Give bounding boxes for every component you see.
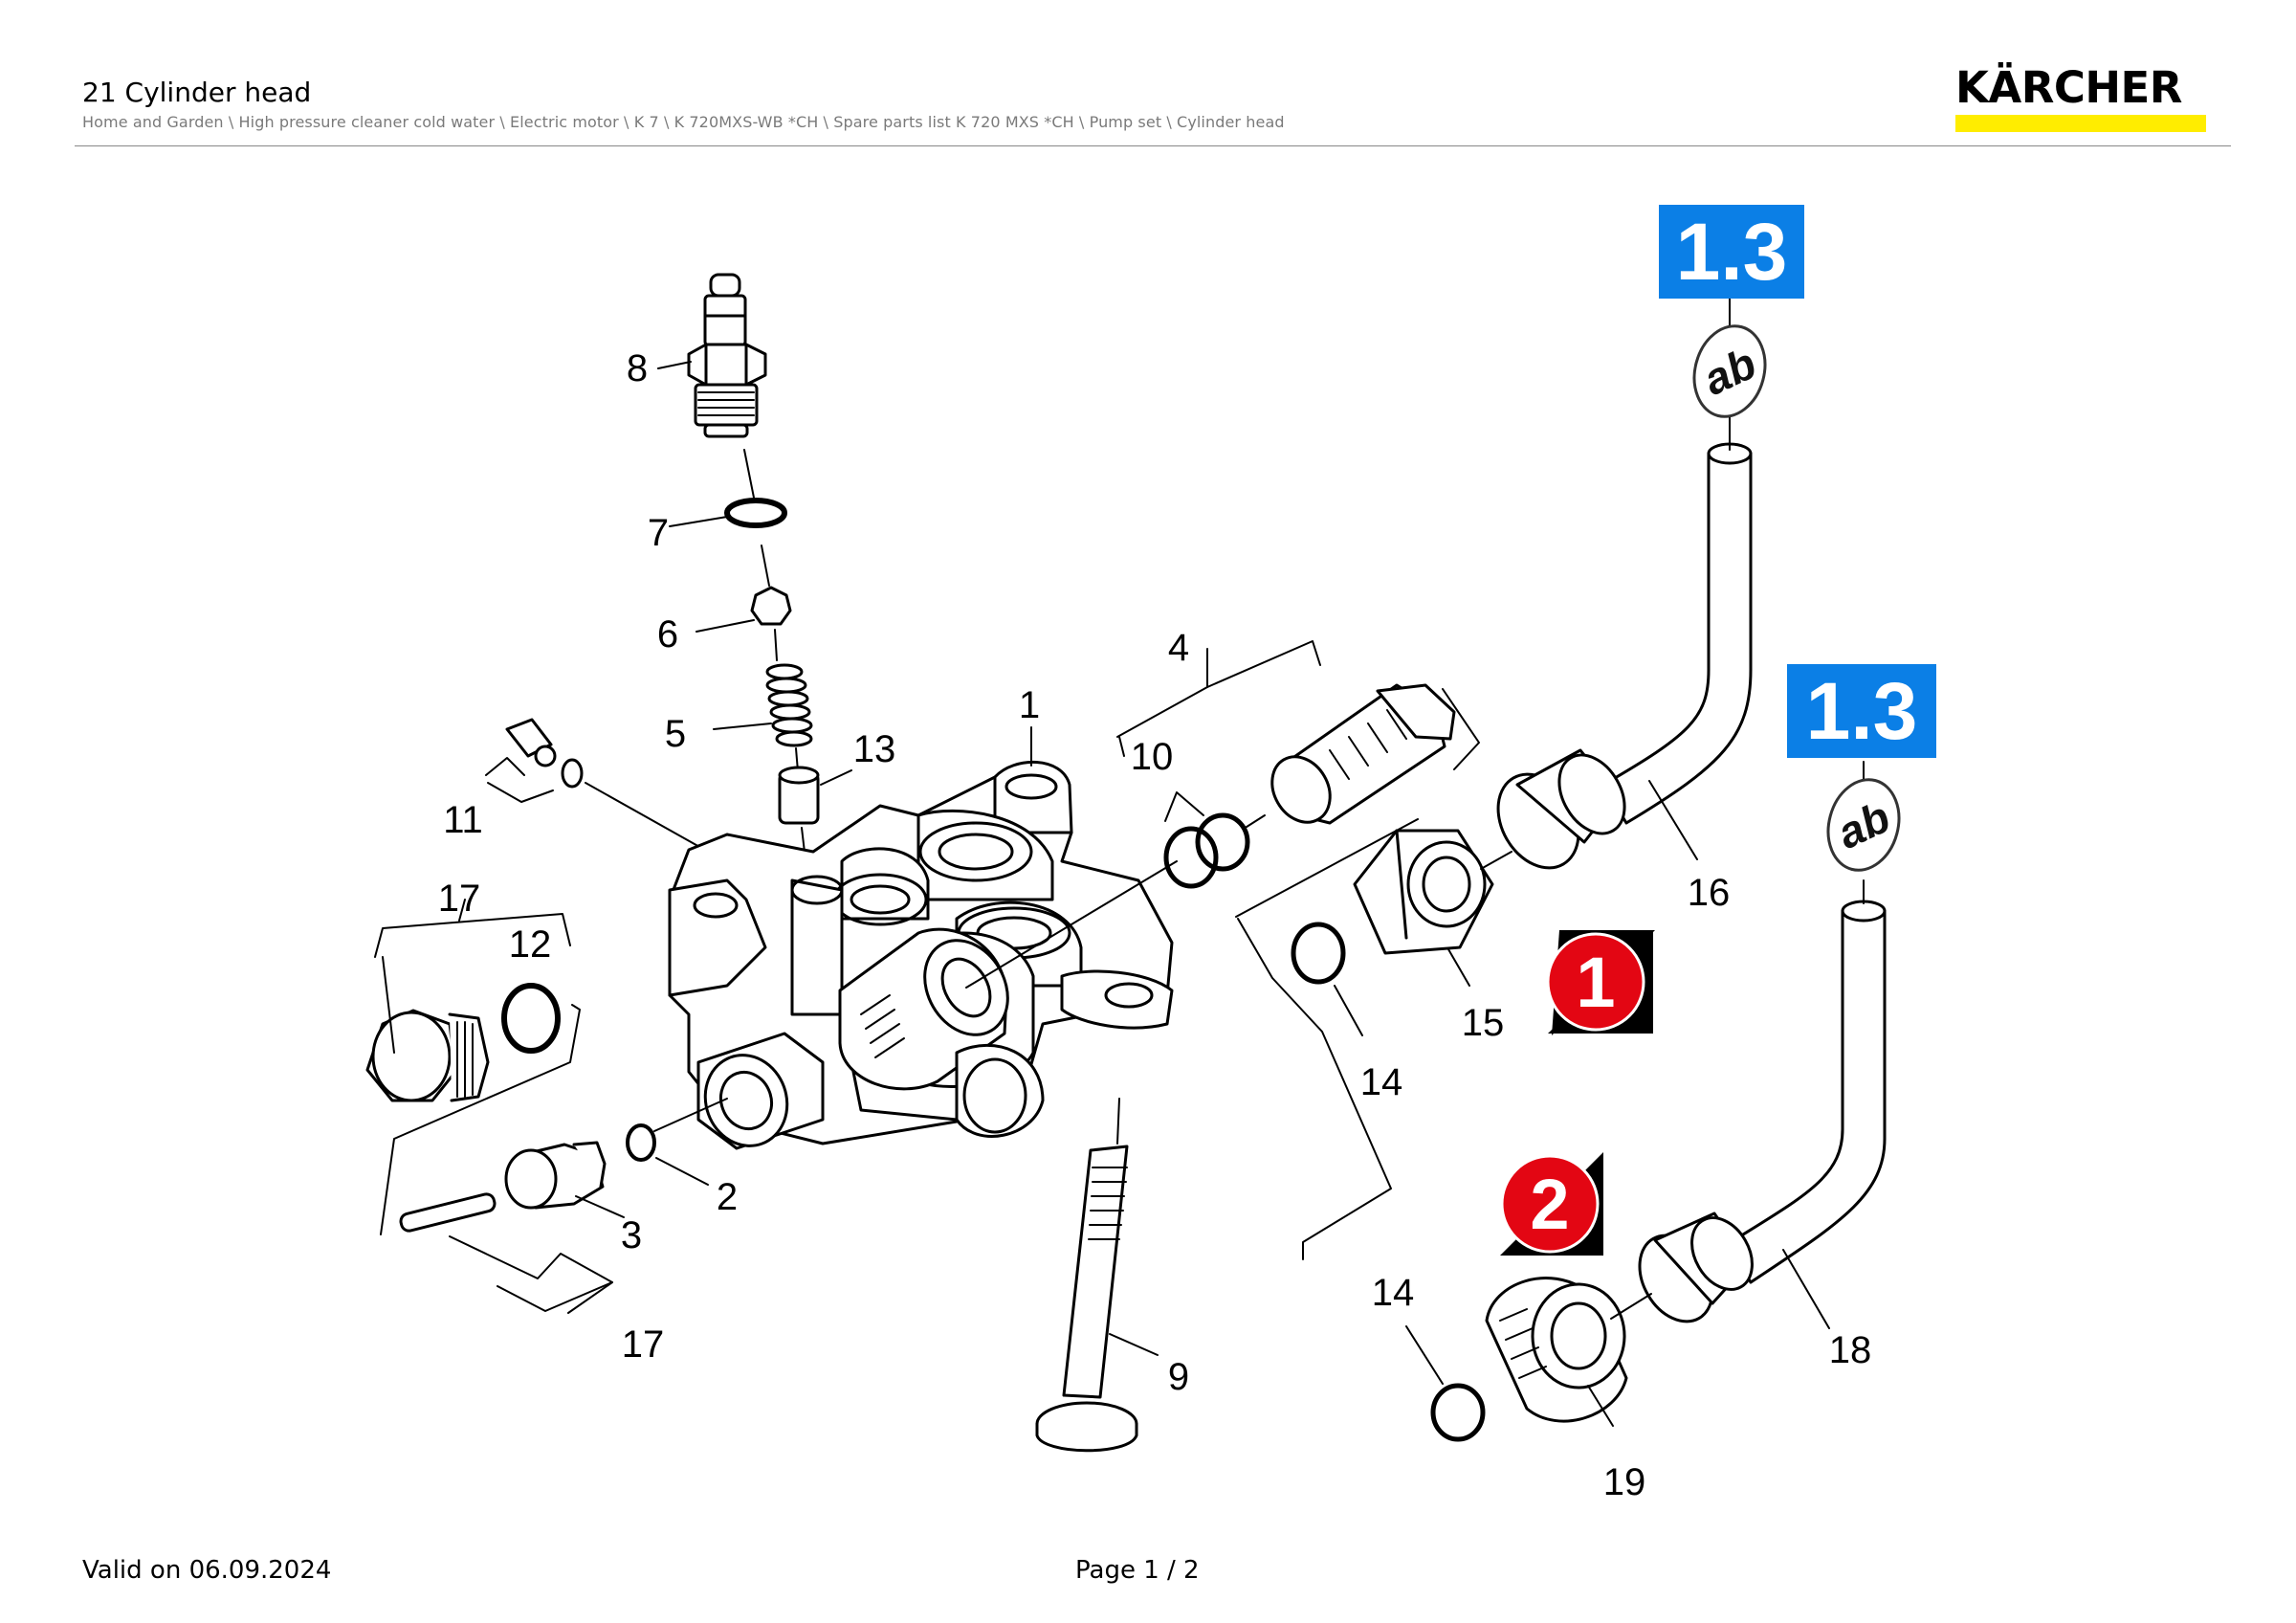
part-16-pipe[interactable]: [1482, 442, 1753, 882]
svg-text:1.3: 1.3: [1806, 666, 1918, 756]
callout-3: 3: [621, 1214, 642, 1256]
callout-labels: 1 2 3 4 5 6 7 8 9 10 11 12 13 14 14 15 1…: [438, 347, 1872, 1503]
part-17-plug[interactable]: [365, 1009, 490, 1102]
ab-badge-lower: ab: [1826, 778, 1901, 872]
part-11-fitting[interactable]: [505, 718, 584, 789]
part-8-hose-nipple[interactable]: [687, 273, 767, 438]
callout-9: 9: [1168, 1356, 1189, 1398]
callout-14-lower: 14: [1372, 1272, 1415, 1314]
part-5-spring[interactable]: [765, 663, 813, 747]
variant-marker-2: 2: [1500, 1152, 1603, 1256]
brand-wordmark: KÄRCHER: [1955, 62, 2182, 113]
callout-7: 7: [648, 512, 669, 554]
callout-2: 2: [717, 1176, 738, 1218]
part-2-o-ring[interactable]: [626, 1123, 656, 1162]
svg-text:1.3: 1.3: [1676, 207, 1788, 297]
part-1-cylinder-head[interactable]: [668, 760, 1174, 1157]
breadcrumb: Home and Garden \ High pressure cleaner …: [82, 113, 1285, 131]
callout-13: 13: [853, 728, 896, 770]
callout-4: 4: [1168, 627, 1189, 669]
reference-box-upper[interactable]: 1.3: [1659, 205, 1804, 299]
callout-11: 11: [443, 799, 483, 841]
part-18-pipe[interactable]: [1625, 900, 1887, 1335]
brand-yellow-bar: [1955, 115, 2206, 132]
validity-date: Valid on 06.09.2024: [82, 1556, 332, 1585]
callout-17-lower: 17: [622, 1323, 665, 1366]
header-divider: [75, 145, 2231, 146]
svg-text:2: 2: [1530, 1165, 1569, 1244]
page-indicator: Page 1 / 2: [1075, 1556, 1200, 1585]
part-14-o-ring-upper[interactable]: [1291, 922, 1346, 985]
part-10-o-rings[interactable]: [1163, 812, 1250, 889]
reference-box-lower[interactable]: 1.3: [1787, 664, 1936, 758]
part-9-bolt[interactable]: [1035, 1145, 1138, 1453]
part-6-valve-ball[interactable]: [750, 586, 792, 626]
part-14-o-ring-lower[interactable]: [1430, 1383, 1486, 1442]
callout-5: 5: [665, 713, 686, 755]
callout-1: 1: [1019, 684, 1040, 726]
callout-10: 10: [1131, 736, 1174, 778]
part-4-valve[interactable]: [1261, 683, 1456, 833]
part-15-nut[interactable]: [1353, 829, 1494, 955]
part-13-bushing[interactable]: [778, 766, 820, 825]
svg-text:1: 1: [1576, 943, 1615, 1022]
callout-14-upper: 14: [1360, 1061, 1403, 1103]
callout-17-upper: 17: [438, 878, 481, 920]
callout-15: 15: [1462, 1002, 1505, 1044]
callout-19: 19: [1603, 1461, 1646, 1503]
ab-badge-upper: ab: [1692, 324, 1767, 418]
variant-marker-1: 1: [1546, 930, 1655, 1035]
callout-16: 16: [1688, 872, 1731, 914]
part-7-o-ring[interactable]: [724, 498, 787, 528]
part-19-nut[interactable]: [1485, 1277, 1628, 1423]
brand-logo: KÄRCHER: [1955, 65, 2206, 132]
part-3-valve[interactable]: [399, 1141, 607, 1233]
part-12-o-ring[interactable]: [501, 983, 561, 1054]
callout-6: 6: [657, 613, 678, 656]
callout-18: 18: [1829, 1329, 1872, 1371]
page-title: 21 Cylinder head: [82, 77, 312, 108]
callout-12: 12: [509, 923, 552, 966]
callout-8: 8: [627, 347, 648, 389]
